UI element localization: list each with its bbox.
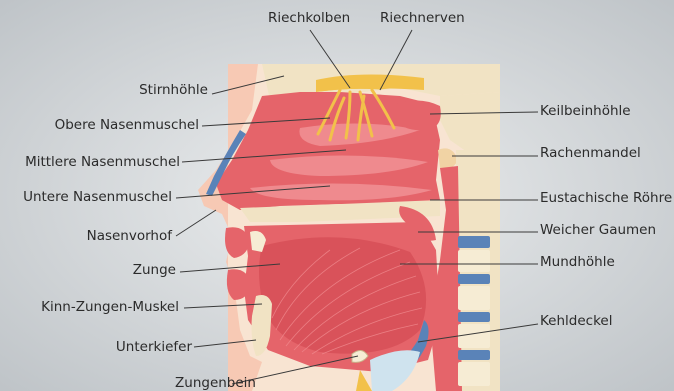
label-nasenvorhof: Nasenvorhof (87, 228, 172, 244)
label-stirnhoehle: Stirnhöhle (139, 82, 208, 98)
label-riechnerven: Riechnerven (380, 10, 465, 26)
label-weicher-gaumen: Weicher Gaumen (540, 222, 656, 238)
label-zungenbein: Zungenbein (175, 375, 256, 391)
label-keilbeinhoehle: Keilbeinhöhle (540, 103, 631, 119)
label-zunge: Zunge (133, 262, 176, 278)
label-eustachische-roehre: Eustachische Röhre (540, 190, 672, 206)
label-rachenmandel: Rachenmandel (540, 145, 641, 161)
label-untere-nasenmuschel: Untere Nasenmuschel (23, 189, 172, 205)
label-obere-nasenmuschel: Obere Nasenmuschel (55, 117, 199, 133)
label-riechkolben: Riechkolben (268, 10, 350, 26)
sphenoid-sinus (396, 100, 441, 130)
label-unterkiefer: Unterkiefer (116, 339, 192, 355)
label-kehldeckel: Kehldeckel (540, 313, 612, 329)
label-mittlere-nasenmuschel: Mittlere Nasenmuschel (25, 154, 180, 170)
label-mundhoehle: Mundhöhle (540, 254, 615, 270)
label-kinn-zungen-muskel: Kinn-Zungen-Muskel (41, 299, 179, 315)
